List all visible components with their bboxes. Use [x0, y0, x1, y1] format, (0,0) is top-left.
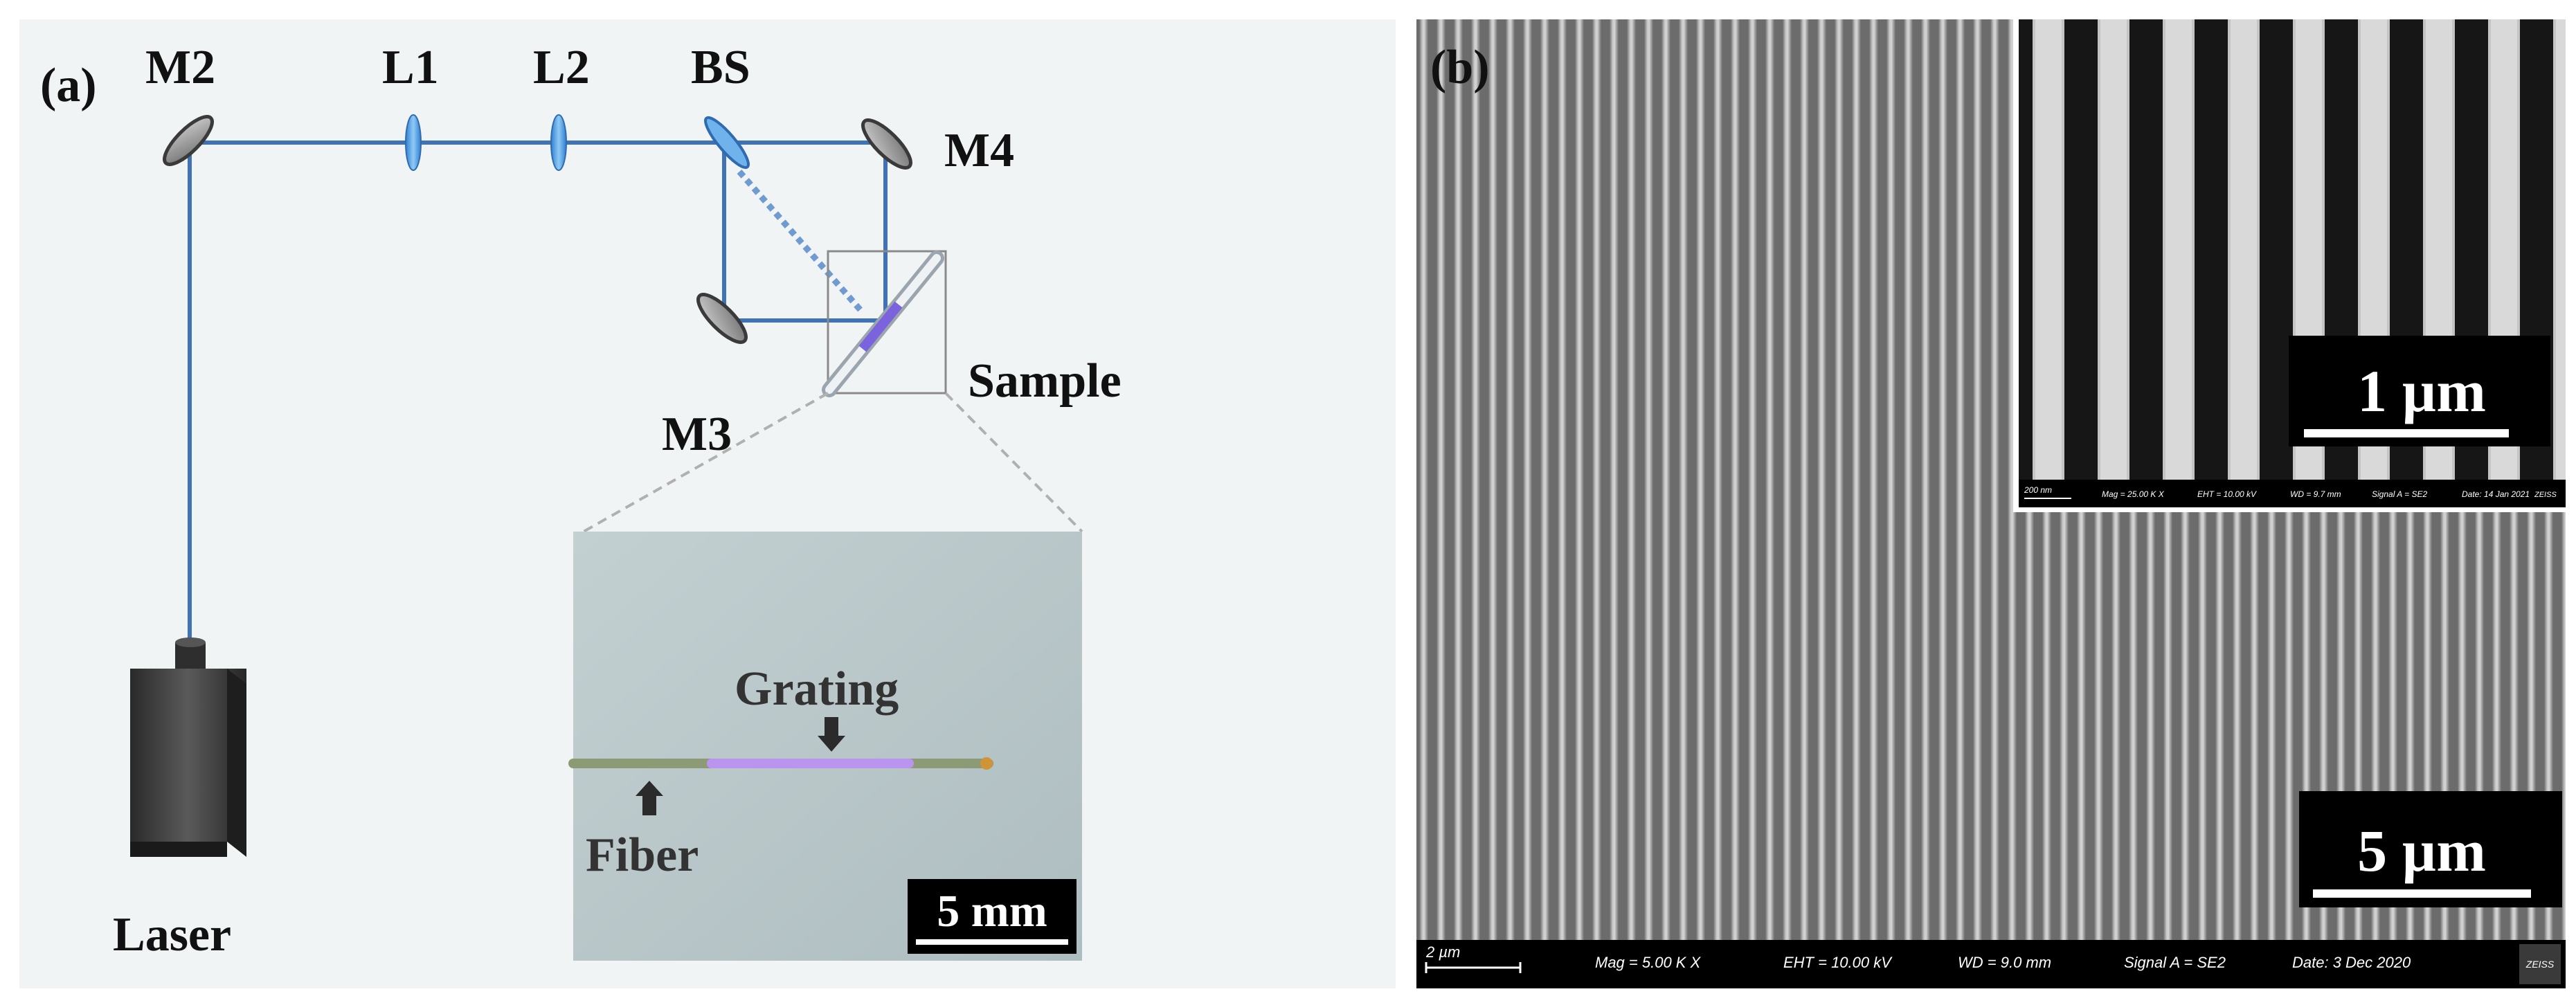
main-scale-bar-box [2299, 791, 2562, 907]
label-laser: Laser [113, 908, 231, 961]
sample-photo-inset [568, 532, 1082, 961]
inset-info-wd: WD = 9.7 mm [2290, 489, 2341, 499]
info-signal: Signal A = SE2 [2124, 954, 2226, 971]
main-scale-bar-label: 5 µm [2357, 817, 2486, 884]
laser-icon [130, 637, 246, 857]
inset-info-date: Date: 14 Jan 2021 [2462, 489, 2530, 499]
inset-info-mag: Mag = 25.00 K X [2102, 489, 2165, 499]
label-m2: M2 [145, 41, 215, 94]
inset-info-signal: Signal A = SE2 [2372, 489, 2427, 499]
inset-info-logo: ZEISS [2534, 491, 2557, 499]
panel-b-label: (b) [1430, 41, 1490, 94]
label-bs: BS [691, 41, 750, 94]
label-l1: L1 [382, 41, 439, 94]
panel-b-sem-image: 1 µm 200 nm Mag = 25.00 K X EHT = 10.00 … [1416, 19, 2566, 988]
inset-info-eht: EHT = 10.00 kV [2197, 489, 2257, 499]
info-eht: EHT = 10.00 kV [1783, 954, 1893, 971]
inset-scale-bar-label: 1 µm [2357, 358, 2486, 424]
sem-info-bar: 2 µm Mag = 5.00 K X EHT = 10.00 kV WD = … [1416, 940, 2566, 988]
panel-a-label: (a) [40, 59, 97, 112]
inset-scale-bar-label: 5 mm [937, 886, 1047, 936]
inset-info-scale: 200 nm [2024, 485, 2052, 495]
info-logo: ZEISS [2525, 959, 2555, 970]
label-m3: M3 [662, 408, 732, 461]
mirror-m3-icon [696, 293, 748, 344]
info-mag: Mag = 5.00 K X [1595, 954, 1702, 971]
sample-frame [827, 250, 947, 395]
beam-path [188, 141, 888, 656]
mirror-m2-icon [163, 115, 214, 166]
label-sample: Sample [968, 354, 1122, 408]
panel-a-setup-diagram: (a) M2 L1 L2 BS M4 M3 Sample Laser Grati… [19, 19, 1396, 988]
lens-l1-icon [405, 114, 422, 171]
info-scale: 2 µm [1425, 943, 1460, 961]
sample-fiber [822, 251, 944, 397]
optical-setup-svg: (a) M2 L1 L2 BS M4 M3 Sample Laser Grati… [40, 41, 1122, 961]
label-grating: Grating [735, 662, 899, 716]
info-wd: WD = 9.0 mm [1958, 954, 2051, 971]
info-date: Date: 3 Dec 2020 [2292, 954, 2411, 971]
label-l2: L2 [533, 41, 590, 94]
mirror-m4-icon [861, 118, 912, 170]
sem-micrograph-svg: 1 µm 200 nm Mag = 25.00 K X EHT = 10.00 … [1416, 19, 2566, 988]
beam-dotted-to-sample [737, 170, 863, 312]
lens-l2-icon [550, 114, 567, 171]
label-m4: M4 [944, 124, 1014, 177]
beam-splitter-icon [704, 116, 750, 170]
label-fiber: Fiber [586, 829, 699, 882]
zoom-line-right [944, 392, 1083, 533]
sem-inset-high-mag: 1 µm 200 nm Mag = 25.00 K X EHT = 10.00 … [2013, 19, 2566, 512]
